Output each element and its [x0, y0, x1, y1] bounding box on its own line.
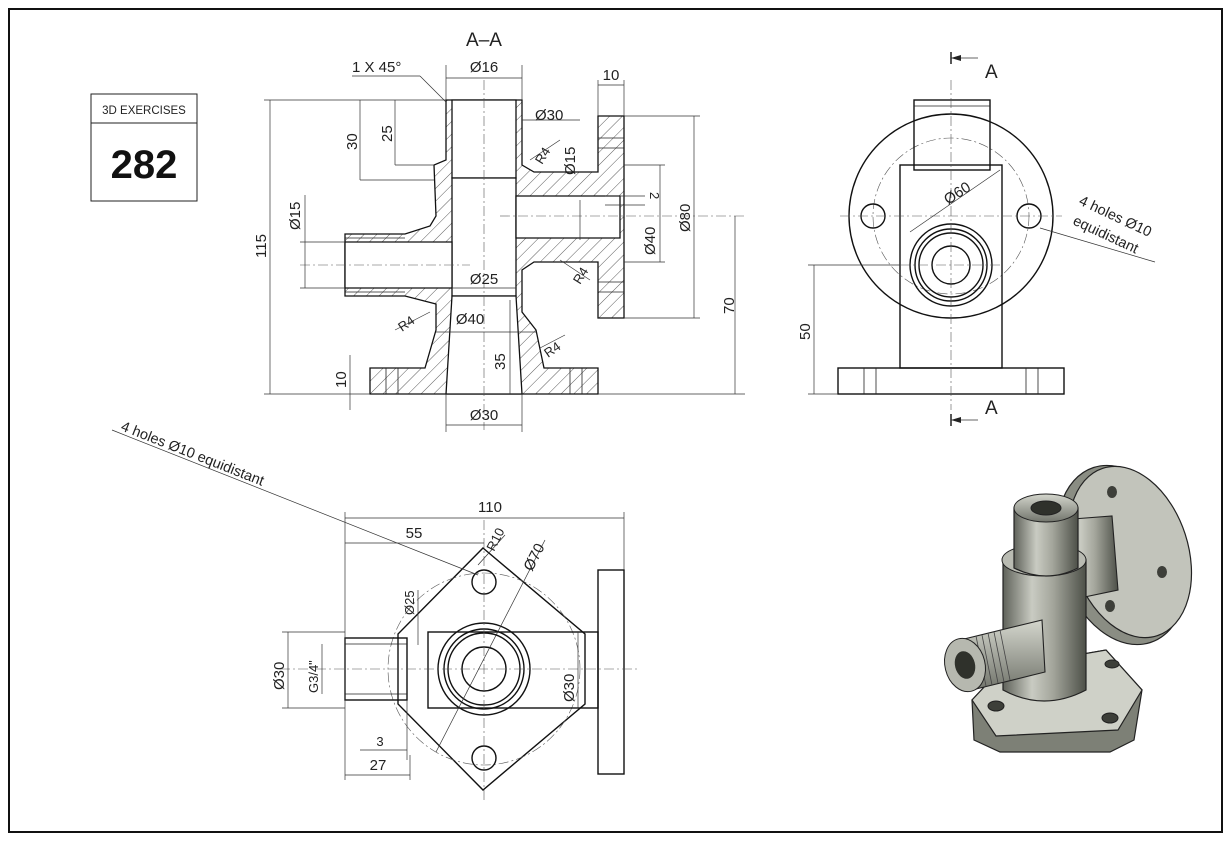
sheet-border	[8, 8, 1223, 833]
dim-h35: 35	[492, 353, 509, 370]
exercise-badge: 3D EXERCISES 282	[90, 93, 198, 202]
dim-w27: 27	[370, 757, 387, 774]
top-note: 4 holes Ø10 equidistant	[119, 419, 267, 490]
dim-dia30-bottom: Ø30	[470, 407, 498, 424]
dim-dia80: Ø80	[677, 204, 694, 232]
dim-r10: R10	[483, 525, 507, 553]
dim-r4-c: R4	[395, 313, 417, 335]
dim-r4-d: R4	[541, 339, 563, 361]
badge-number: 282	[111, 143, 178, 187]
dim-chamfer: 1 X 45°	[352, 59, 401, 76]
dim-h30: 30	[344, 133, 361, 150]
section-title: A–A	[466, 30, 502, 51]
dim-w3: 3	[376, 734, 383, 749]
dim-r4-b: R4	[570, 265, 592, 287]
dim-h10: 10	[333, 371, 350, 388]
dim-h50: 50	[797, 323, 814, 340]
side-view: A A Ø60 50 4 holes Ø10 equidistant	[797, 52, 1156, 426]
section-view-a-a: A–A	[253, 30, 745, 432]
right-bore	[515, 195, 621, 239]
badge-label: 3D EXERCISES	[102, 105, 186, 117]
dim-r4-a: R4	[532, 145, 554, 167]
dim-dia30-left: Ø30	[271, 662, 288, 690]
section-marker-bottom: A	[985, 398, 998, 419]
dim-h25: 25	[379, 125, 396, 142]
dim-dia25: Ø25	[402, 590, 417, 615]
top-view: 4 holes Ø10 equidistant 110 55 R10 Ø70 Ø…	[111, 419, 640, 800]
dim-dia60: Ø60	[941, 179, 974, 209]
dim-dia16: Ø16	[470, 59, 498, 76]
dim-h2: 2	[647, 192, 662, 199]
dim-dia30-right: Ø30	[561, 674, 578, 702]
dim-dia30-top: Ø30	[535, 107, 563, 124]
dim-thread: G3/4"	[306, 660, 321, 693]
section-marker-top: A	[985, 62, 998, 83]
dim-dia40-bottom: Ø40	[456, 311, 484, 328]
dim-dia40-right: Ø40	[642, 227, 659, 255]
dim-h70: 70	[721, 297, 738, 314]
dim-w55: 55	[406, 525, 423, 542]
dim-h115: 115	[253, 234, 270, 258]
dim-w110: 110	[478, 499, 502, 516]
dim-dia25: Ø25	[470, 271, 498, 288]
dim-dia15-left: Ø15	[287, 202, 304, 230]
dim-len10-top: 10	[603, 67, 620, 84]
isometric-render	[944, 464, 1193, 753]
dim-dia15-right: Ø15	[562, 147, 579, 175]
dim-dia70: Ø70	[520, 541, 548, 574]
